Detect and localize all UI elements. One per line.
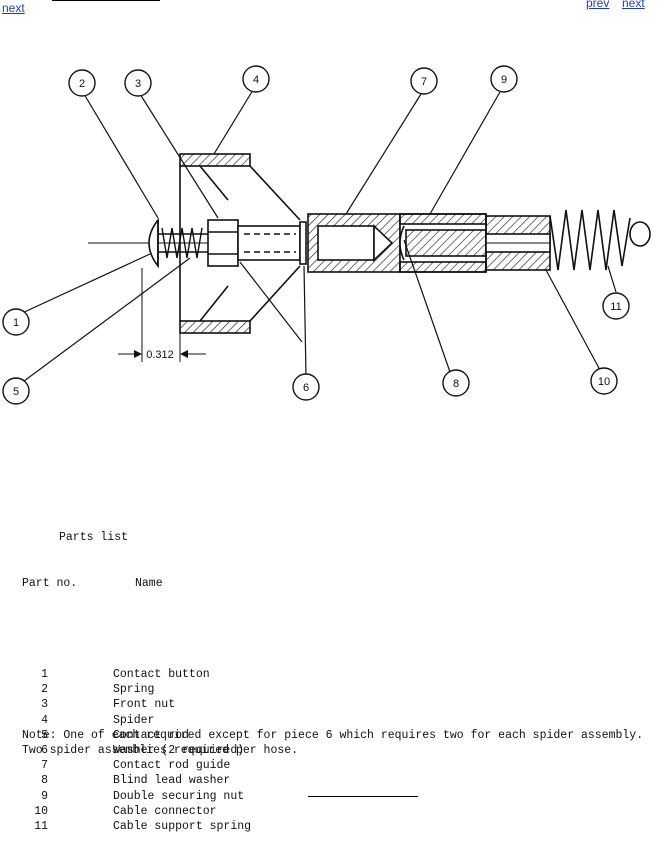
- part-name: Cable support spring: [113, 820, 252, 834]
- part-number: 8: [41, 774, 48, 788]
- part-number: 5: [41, 728, 48, 742]
- part-number: 7: [41, 759, 48, 773]
- list-item: 7 Contact rod guide: [22, 758, 251, 773]
- part-number: 6: [41, 744, 48, 758]
- callout-4: 4: [253, 74, 259, 86]
- part-number: 2: [41, 683, 48, 697]
- list-item: 5 Contact rod: [22, 728, 251, 743]
- next-link[interactable]: next: [622, 0, 645, 10]
- callout-8: 8: [453, 378, 459, 390]
- column-part-no: Part no.: [22, 577, 78, 591]
- part-number: 1: [41, 668, 48, 682]
- part-name: Spring: [113, 683, 155, 697]
- parts-list-title: Parts list: [59, 531, 129, 545]
- list-item: 9 Double securing nut: [22, 789, 251, 804]
- list-item: 1 Contact button: [22, 667, 251, 682]
- part-name: Washer (2 required): [113, 744, 245, 758]
- next-link-top-left[interactable]: next: [2, 1, 25, 15]
- part-name: Front nut: [113, 698, 176, 712]
- part-name: Contact rod guide: [113, 759, 231, 773]
- callout-2: 2: [79, 78, 85, 90]
- callout-9: 9: [501, 74, 507, 86]
- callout-3: 3: [135, 78, 141, 90]
- list-item: 3 Front nut: [22, 697, 251, 712]
- callout-5: 5: [13, 386, 19, 398]
- prev-link[interactable]: prev: [586, 0, 610, 10]
- callout-6: 6: [303, 382, 309, 394]
- callout-10: 10: [598, 376, 610, 388]
- part-number: 9: [41, 789, 48, 803]
- part-number: 10: [34, 804, 48, 818]
- parts-list-header: Part no. Name: [22, 576, 251, 591]
- part-name: Contact button: [113, 668, 210, 682]
- dimension-label: 0.312: [146, 349, 174, 361]
- part-name: Contact rod: [113, 728, 189, 742]
- callout-7: 7: [421, 76, 427, 88]
- part-name: Blind lead washer: [113, 774, 231, 788]
- assembly-diagram: 2 3 4 7 9 1 5 6 8 10 11 0.312: [2, 65, 651, 405]
- list-item: 10 Cable connector: [22, 804, 251, 819]
- top-rule-left: [52, 0, 160, 1]
- part-name: Spider: [113, 713, 155, 727]
- part-name: Cable connector: [113, 804, 217, 818]
- part-number: 11: [34, 820, 48, 834]
- callout-11: 11: [610, 301, 621, 313]
- parts-note: Note: One of each required except for pi…: [22, 729, 644, 758]
- part-number: 3: [41, 698, 48, 712]
- bottom-rule: [308, 796, 418, 797]
- part-name: Double securing nut: [113, 789, 245, 803]
- list-item: 11 Cable support spring: [22, 819, 251, 834]
- list-item: 8 Blind lead washer: [22, 773, 251, 788]
- callout-1: 1: [13, 317, 19, 329]
- column-name: Name: [135, 577, 163, 591]
- list-item: 2 Spring: [22, 682, 251, 697]
- list-item: 4 Spider: [22, 713, 251, 728]
- part-number: 4: [41, 713, 48, 727]
- list-item: 6 Washer (2 required): [22, 743, 251, 758]
